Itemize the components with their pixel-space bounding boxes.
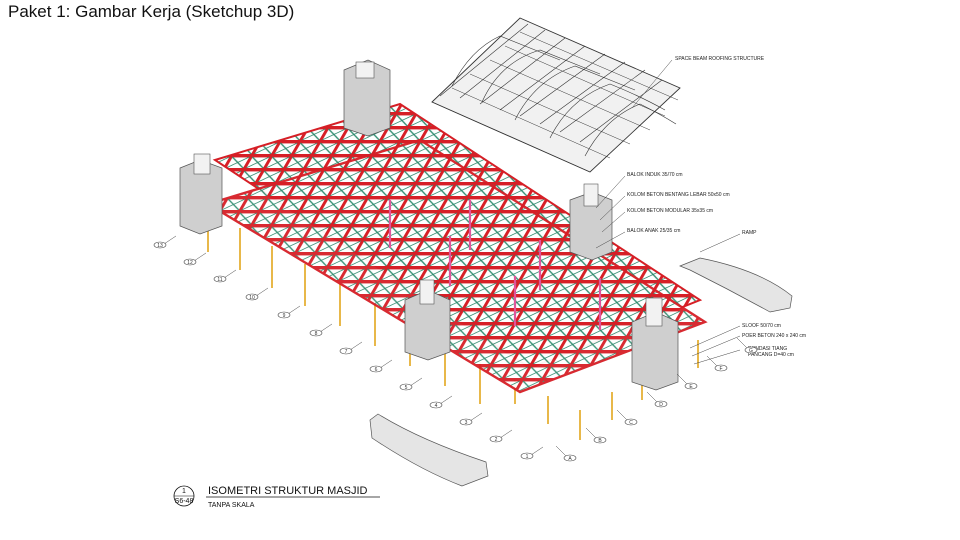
ramp-annotation: RAMP [742,230,757,236]
svg-text:G: G [749,348,753,354]
grid-marker-B: B [585,427,607,444]
grid-marker-6: 6 [369,359,393,373]
ramp-right [679,257,793,313]
pondasi-annotation-1: PONDASI TIANG [748,346,787,352]
balok-anak-annotation: BALOK ANAK 25/35 cm [627,228,680,234]
grid-marker-D: D [646,391,668,408]
grid-marker-5: 5 [399,377,423,391]
shaft-mid [404,279,451,361]
svg-text:5: 5 [405,385,408,391]
sloof-annotation: SLOOF 50/70 cm [742,323,781,329]
space-beam-roof [431,17,681,173]
grid-marker-1: 1 [520,446,544,460]
svg-text:3: 3 [465,420,468,426]
pondasi-annotation-2: PANCANG D=40 cm [748,352,794,358]
drawing-subtitle: TANPA SKALA [208,502,255,509]
svg-text:8: 8 [315,331,318,337]
svg-text:7: 7 [345,349,348,355]
grid-marker-2: 2 [489,429,513,443]
svg-text:C: C [629,420,633,426]
kolom-modular-annotation: KOLOM BETON MODULAR 35x35 cm [627,208,713,214]
svg-text:11: 11 [217,277,222,283]
svg-text:F: F [719,366,722,372]
annotation-leaders [595,175,741,365]
svg-text:D: D [659,402,663,408]
svg-text:2: 2 [495,437,498,443]
wide-span-columns [388,200,602,330]
svg-text:10: 10 [249,295,255,301]
grid-marker-10: 10 [245,287,269,301]
svg-text:E: E [689,384,693,390]
balok-induk-annotation: BALOK INDUK 35/70 cm [627,172,683,178]
svg-text:B: B [598,438,602,444]
drawing-title: ISOMETRI STRUKTUR MASJID [208,485,368,497]
grid-marker-F: F [706,355,728,372]
shaft-top [343,59,391,137]
ramp-front [369,413,489,487]
svg-text:A: A [568,456,572,462]
svg-text:12: 12 [187,260,193,266]
grid-marker-4: 4 [429,395,453,409]
grid-marker-12: 12 [183,252,207,266]
grid-marker-C: C [616,409,638,426]
grid-marker-11: 11 [213,269,237,283]
grid-marker-G: G [736,337,758,354]
roof-annotation: SPACE BEAM ROOFING STRUCTURE [675,56,765,62]
poer-annotation: POER BETON 240 x 240 cm [742,333,806,339]
shaft-right-front [631,297,679,391]
roof-leader [631,59,673,109]
svg-text:9: 9 [283,313,286,319]
svg-text:1: 1 [526,454,529,460]
drawing-caption: 1 S6-48 ISOMETRI STRUKTUR MASJID TANPA S… [173,485,380,509]
shaft-left [179,153,223,235]
grid-marker-7: 7 [339,341,363,355]
grid-marker-A: A [555,445,577,462]
slide-title: Paket 1: Gambar Kerja (Sketchup 3D) [8,2,295,21]
grid-marker-13: 13 [153,235,177,249]
svg-text:4: 4 [435,403,438,409]
kolom-lebar-annotation: KOLOM BETON BENTANG LEBAR 50x50 cm [627,192,730,198]
svg-text:6: 6 [375,367,378,373]
grid-marker-8: 8 [309,323,333,337]
svg-text:13: 13 [157,243,163,249]
grid-marker-9: 9 [277,305,301,319]
ref-number: 1 [182,488,186,495]
grid-number-markers: 13 12 11 10 9 8 7 6 5 4 3 2 1 [153,235,544,460]
ref-sheet: S6-48 [175,498,194,505]
grid-letter-markers: A B C D E F G [555,337,758,462]
grid-marker-3: 3 [459,412,483,426]
shaft-right-back [569,183,613,261]
grid-marker-E: E [676,373,698,390]
